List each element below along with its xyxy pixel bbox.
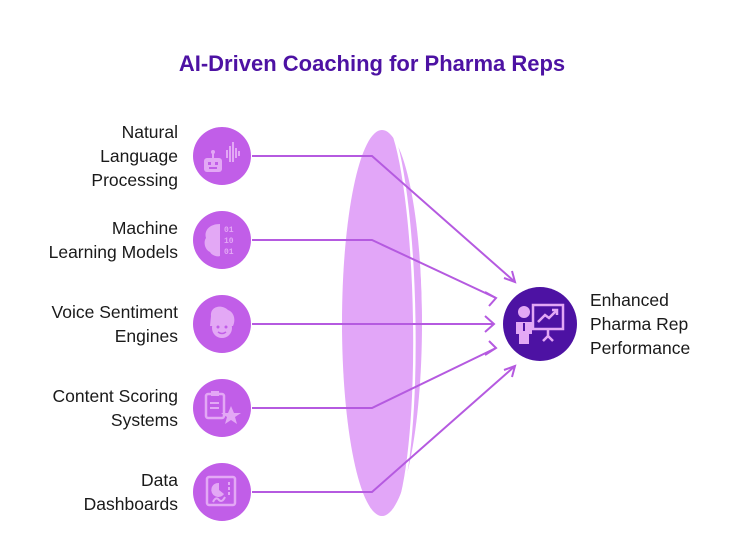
arrowhead <box>503 364 517 378</box>
label-line: Dashboards <box>83 494 178 514</box>
input-circle <box>193 211 251 269</box>
output-label: Enhanced Pharma Rep Performance <box>590 288 690 360</box>
input-node-ml: 01 10 01 <box>193 211 251 269</box>
output-node <box>503 287 577 361</box>
input-node-voice <box>193 295 251 353</box>
output-circle <box>503 287 577 361</box>
input-label-voice: Voice Sentiment Engines <box>8 300 178 348</box>
label-line: Engines <box>114 326 178 346</box>
brain-binary-icon: 01 10 01 <box>204 224 234 257</box>
label-line: Systems <box>110 410 178 430</box>
input-circle <box>193 379 251 437</box>
input-node-content <box>193 379 251 437</box>
input-circle <box>193 127 251 185</box>
smiling-face-icon <box>210 306 235 338</box>
arrow-dashboards <box>252 365 516 493</box>
label-line: Content Scoring <box>52 386 179 406</box>
svg-text:01: 01 <box>224 248 234 257</box>
clipboard-star-icon <box>204 391 241 424</box>
input-label-ml: Machine Learning Models <box>8 216 178 264</box>
lens-highlight <box>390 129 416 516</box>
label-line: Machine <box>111 218 178 238</box>
input-label-dashboards: Data Dashboards <box>8 468 178 516</box>
input-label-content: Content Scoring Systems <box>8 384 179 432</box>
arrowhead <box>503 270 517 284</box>
arrow-content <box>252 347 497 409</box>
presenter-growth-icon <box>516 303 565 344</box>
label-line: Learning Models <box>48 242 178 262</box>
label-line: Data <box>141 470 178 490</box>
robot-voice-icon <box>204 142 240 172</box>
label-line: Pharma Rep <box>590 314 689 334</box>
label-line: Voice Sentiment <box>51 302 178 322</box>
label-line: Processing <box>91 170 178 190</box>
label-line: Language <box>100 146 178 166</box>
arrows <box>252 155 517 493</box>
input-label-nlp: Natural Language Processing <box>8 120 178 192</box>
input-circle <box>193 463 251 521</box>
diagram-title: AI-Driven Coaching for Pharma Reps <box>178 51 566 76</box>
arrowhead <box>484 340 498 356</box>
label-line: Performance <box>590 338 691 358</box>
input-node-dashboards <box>193 463 251 521</box>
arrow-nlp <box>252 155 516 283</box>
dashboard-chart-icon <box>205 475 237 507</box>
arrow-ml <box>252 239 497 299</box>
label-line: Enhanced <box>590 290 669 310</box>
svg-text:01: 01 <box>224 226 234 235</box>
svg-text:10: 10 <box>224 237 234 246</box>
arrowhead <box>484 315 496 333</box>
arrowhead <box>484 291 498 307</box>
label-line: Natural <box>121 122 178 142</box>
input-node-nlp <box>193 127 251 185</box>
